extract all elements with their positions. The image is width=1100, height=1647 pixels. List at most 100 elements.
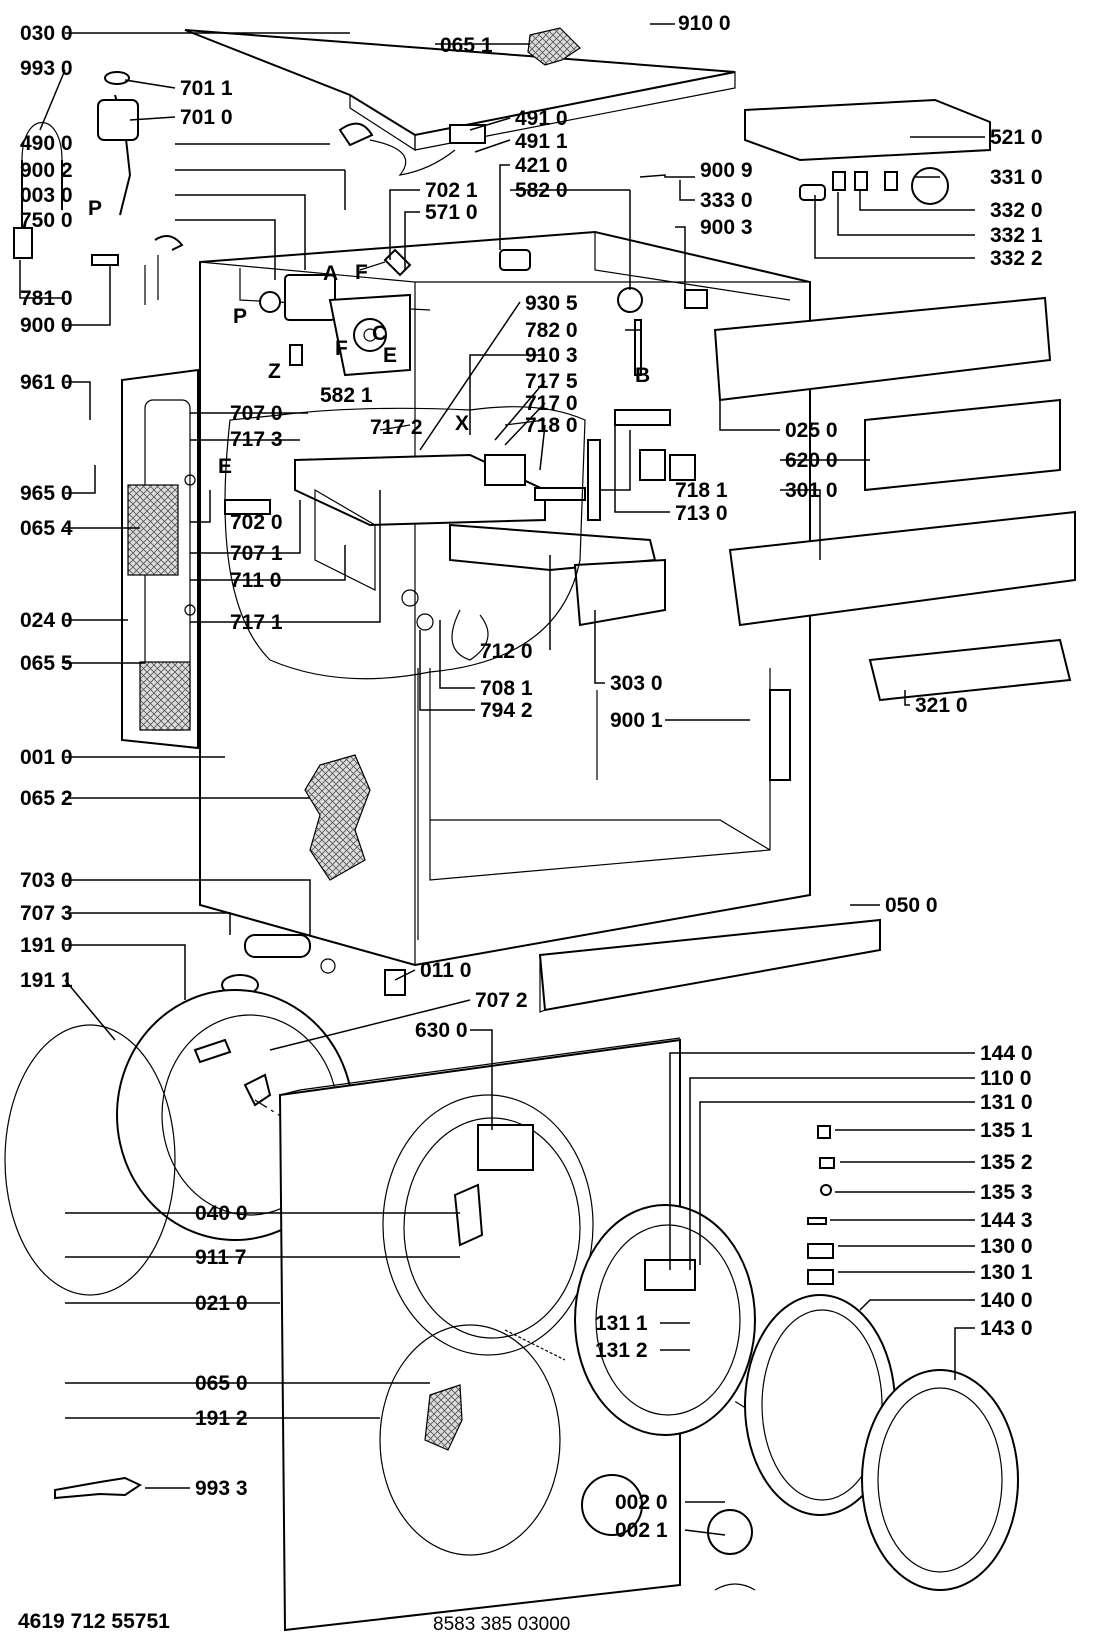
part-label: 717 1 [230,611,283,634]
service-wrench [54,1476,143,1500]
part-label: 135 3 [980,1181,1033,1204]
part-label: 024 0 [20,609,73,632]
part-label: 030 0 [20,22,73,45]
part-label: 003 0 [20,184,73,207]
part-label: 750 0 [20,209,73,232]
part-label: 961 0 [20,371,73,394]
part-label: 930 5 [525,292,578,315]
part-label: 993 3 [195,1477,248,1500]
part-label: 782 0 [525,319,578,342]
part-label: 065 0 [195,1372,248,1395]
part-label: 781 0 [20,287,73,310]
part-label: 702 1 [425,179,478,202]
part-label: 025 0 [785,419,838,442]
part-label: 900 0 [20,314,73,337]
part-label: 712 0 [480,640,533,663]
control-electronics [713,98,1076,702]
part-label: 002 0 [615,1491,668,1514]
part-label: 490 0 [20,132,73,155]
part-label: 135 2 [980,1151,1033,1174]
ref-letter: E [383,344,397,367]
part-label: 717 5 [525,370,578,393]
part-label: 065 5 [20,652,73,675]
part-label: 001 0 [20,746,73,769]
part-label: 910 3 [525,344,578,367]
part-label: 011 0 [420,959,471,982]
part-label: 900 1 [610,709,663,732]
part-label: 911 7 [195,1246,246,1269]
misc-brackets [587,319,791,781]
part-label: 333 0 [700,189,753,212]
front-panel [278,1037,681,1632]
top-cover [184,27,736,152]
part-label: 421 0 [515,154,568,177]
part-label: 491 1 [515,130,568,153]
inlet-hoses [13,71,184,305]
part-label: 191 0 [20,934,73,957]
door-assembly [574,1125,1019,1591]
part-label: 900 3 [700,216,753,239]
part-label: 521 0 [990,126,1043,149]
part-label: 131 1 [595,1312,648,1335]
part-label: 130 1 [980,1261,1033,1284]
part-label: 065 4 [20,517,73,540]
part-label: 993 0 [20,57,73,80]
water-valve-cluster [259,122,708,377]
part-labels: 030 0 993 0 701 1 701 0 490 0 900 2 003 … [20,12,1043,1542]
part-label: 708 1 [480,677,533,700]
sound-insulation-front-hatch [304,754,371,881]
back-panel [121,368,199,750]
part-label: 717 2 [370,416,423,439]
part-label: 144 0 [980,1042,1033,1065]
part-label: 110 0 [980,1067,1031,1090]
part-label: 301 0 [785,479,838,502]
ref-letter: A [323,262,338,285]
part-label: 021 0 [195,1292,248,1315]
ref-letter: Z [268,360,281,383]
detergent-dispenser [224,419,666,661]
ref-letter: P [88,197,102,220]
part-label: 130 0 [980,1235,1033,1258]
part-label: 900 2 [20,159,73,182]
part-label: 718 1 [675,479,728,502]
part-label: 701 1 [180,77,233,100]
part-label: 910 0 [678,12,731,35]
part-label: 191 2 [195,1407,248,1430]
part-label: 717 3 [230,428,283,451]
part-label: 002 1 [615,1519,668,1542]
part-label: 707 2 [475,989,528,1012]
ref-letter: C [372,322,387,345]
part-label: 144 3 [980,1209,1033,1232]
ref-letter: F [355,261,368,284]
part-label: 701 0 [180,106,233,129]
part-label: 131 0 [980,1091,1033,1114]
part-label: 571 0 [425,201,478,224]
ref-letter: P [233,305,247,328]
part-label: 703 0 [20,869,73,892]
part-label: 718 0 [525,414,578,437]
part-label: 332 0 [990,199,1043,222]
part-label: 711 0 [230,569,281,592]
model-number: 8583 385 03000 [433,1614,570,1635]
part-label: 131 2 [595,1339,648,1362]
part-label: 707 1 [230,542,283,565]
ref-letter: E [218,455,232,478]
ref-letter: F [335,337,348,360]
part-label: 332 1 [990,224,1043,247]
part-label: 332 2 [990,247,1043,270]
part-label: 065 1 [440,34,493,57]
part-label: 491 0 [515,107,568,130]
part-label: 707 0 [230,402,283,425]
part-label: 331 0 [990,166,1043,189]
part-label: 191 1 [20,969,73,992]
footer: 4619 712 55751 8583 385 03000 [18,1610,570,1635]
part-label: 135 1 [980,1119,1033,1142]
tub-hose [221,934,336,996]
part-label: 794 2 [480,699,533,722]
part-label: 143 0 [980,1317,1033,1340]
document-number: 4619 712 55751 [18,1610,170,1633]
part-label: 713 0 [675,502,728,525]
ref-letter: B [635,364,650,387]
part-label: 965 0 [20,482,73,505]
